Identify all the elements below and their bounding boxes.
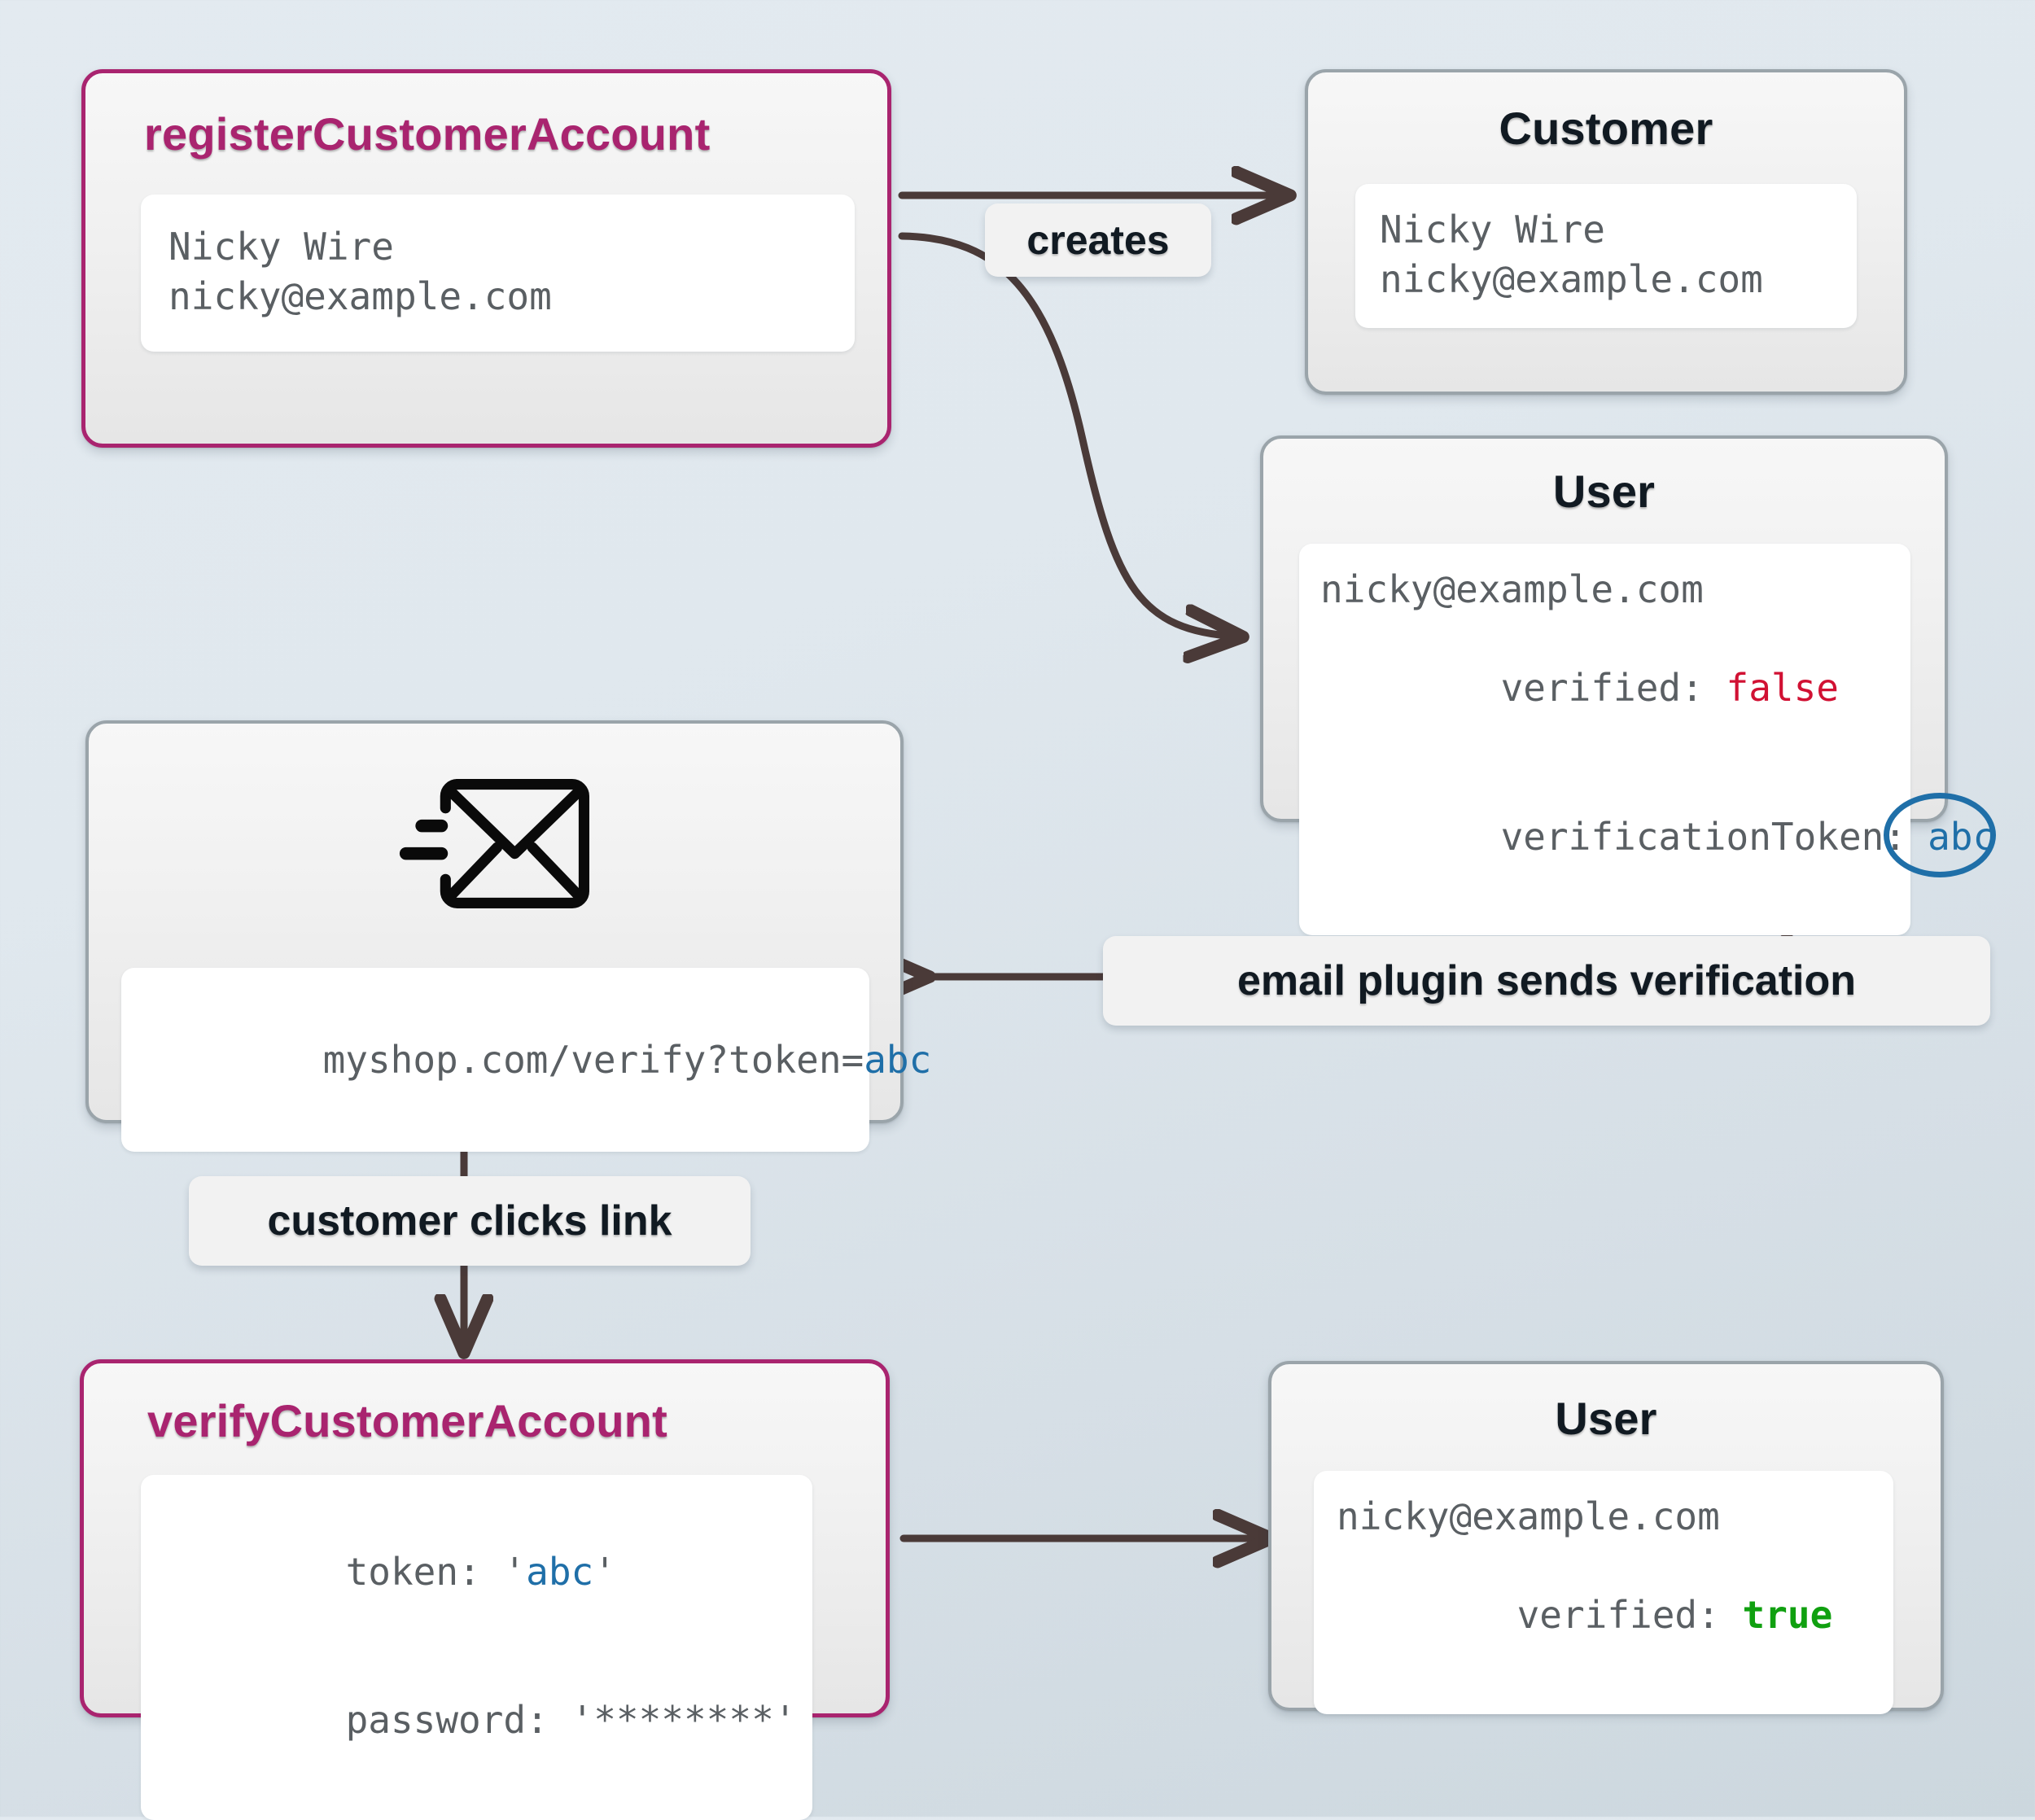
edge-label-creates: creates — [985, 203, 1211, 277]
verify-line-token: token: 'abc' — [165, 1498, 788, 1646]
edge-creates-user — [898, 232, 1237, 637]
verify-password-label: password: — [345, 1697, 571, 1742]
email-url-prefix: myshop.com/verify?token= — [322, 1037, 864, 1082]
node-verify-customer-account[interactable]: verifyCustomerAccount token: 'abc' passw… — [80, 1359, 890, 1820]
register-line-name: Nicky Wire — [168, 225, 394, 269]
user-line-verified: verified: false — [1320, 615, 1891, 763]
user-verified-value: true — [1742, 1593, 1833, 1638]
email-link-text: myshop.com/verify?token=abc — [142, 986, 932, 1134]
customer-line-name: Nicky Wire — [1380, 208, 1605, 252]
verification-token-highlight: abc — [1884, 792, 2003, 877]
email-url-token: abc — [864, 1037, 932, 1082]
verify-token-close-quote: ' — [593, 1549, 616, 1594]
user-unverified-payload-panel: nicky@example.com verified: false verifi… — [1299, 544, 1997, 936]
user-verified-line-verified: verified: true — [1337, 1542, 1871, 1690]
node-title-customer: Customer — [1499, 103, 1713, 154]
edge-label-email-plugin: email plugin sends verification — [1103, 936, 1990, 1026]
user-verified-label: verified: — [1516, 1593, 1743, 1638]
verify-payload-panel: token: 'abc' password: '********' — [141, 1475, 812, 1820]
user-token-label: verificationToken: — [1500, 814, 1907, 859]
node-user-verified[interactable]: User nicky@example.com verified: true — [1268, 1361, 1944, 1714]
verify-token-label: token: — [345, 1549, 504, 1594]
node-title-user-unverified: User — [1552, 466, 1656, 517]
token-circle-icon — [1884, 792, 1997, 877]
verify-line-password: password: '********' — [165, 1646, 797, 1794]
customer-payload-panel: Nicky Wire nicky@example.com — [1355, 184, 1857, 329]
edge-label-customer-clicks-link: customer clicks link — [189, 1176, 751, 1266]
user-line-email: nicky@example.com — [1320, 567, 1704, 611]
customer-line-email: nicky@example.com — [1380, 256, 1763, 301]
node-email-message[interactable]: myshop.com/verify?token=abc — [85, 720, 931, 1153]
envelope-send-icon — [397, 772, 597, 919]
register-line-email: nicky@example.com — [168, 273, 552, 318]
node-title-register: registerCustomerAccount — [144, 108, 711, 160]
verify-token-value: abc — [526, 1549, 594, 1594]
user-verified-value: false — [1726, 666, 1839, 711]
node-user-unverified[interactable]: User nicky@example.com verified: false v… — [1260, 435, 1997, 936]
user-verified-line-email: nicky@example.com — [1337, 1494, 1720, 1538]
email-link-panel[interactable]: myshop.com/verify?token=abc — [121, 968, 932, 1153]
node-title-verify: verifyCustomerAccount — [147, 1395, 668, 1446]
register-payload-panel: Nicky Wire nicky@example.com — [141, 195, 855, 352]
verify-password-value: '********' — [571, 1697, 797, 1742]
user-verified-label: verified: — [1500, 666, 1726, 711]
user-line-token: verificationToken:abc — [1320, 763, 1997, 911]
node-register-customer-account[interactable]: registerCustomerAccount Nicky Wire nicky… — [81, 69, 891, 448]
node-title-user-verified: User — [1555, 1393, 1657, 1444]
node-customer[interactable]: Customer Nicky Wire nicky@example.com — [1305, 69, 1907, 395]
user-verified-payload-panel: nicky@example.com verified: true — [1314, 1471, 1893, 1714]
verify-token-open-quote: ' — [503, 1549, 527, 1594]
